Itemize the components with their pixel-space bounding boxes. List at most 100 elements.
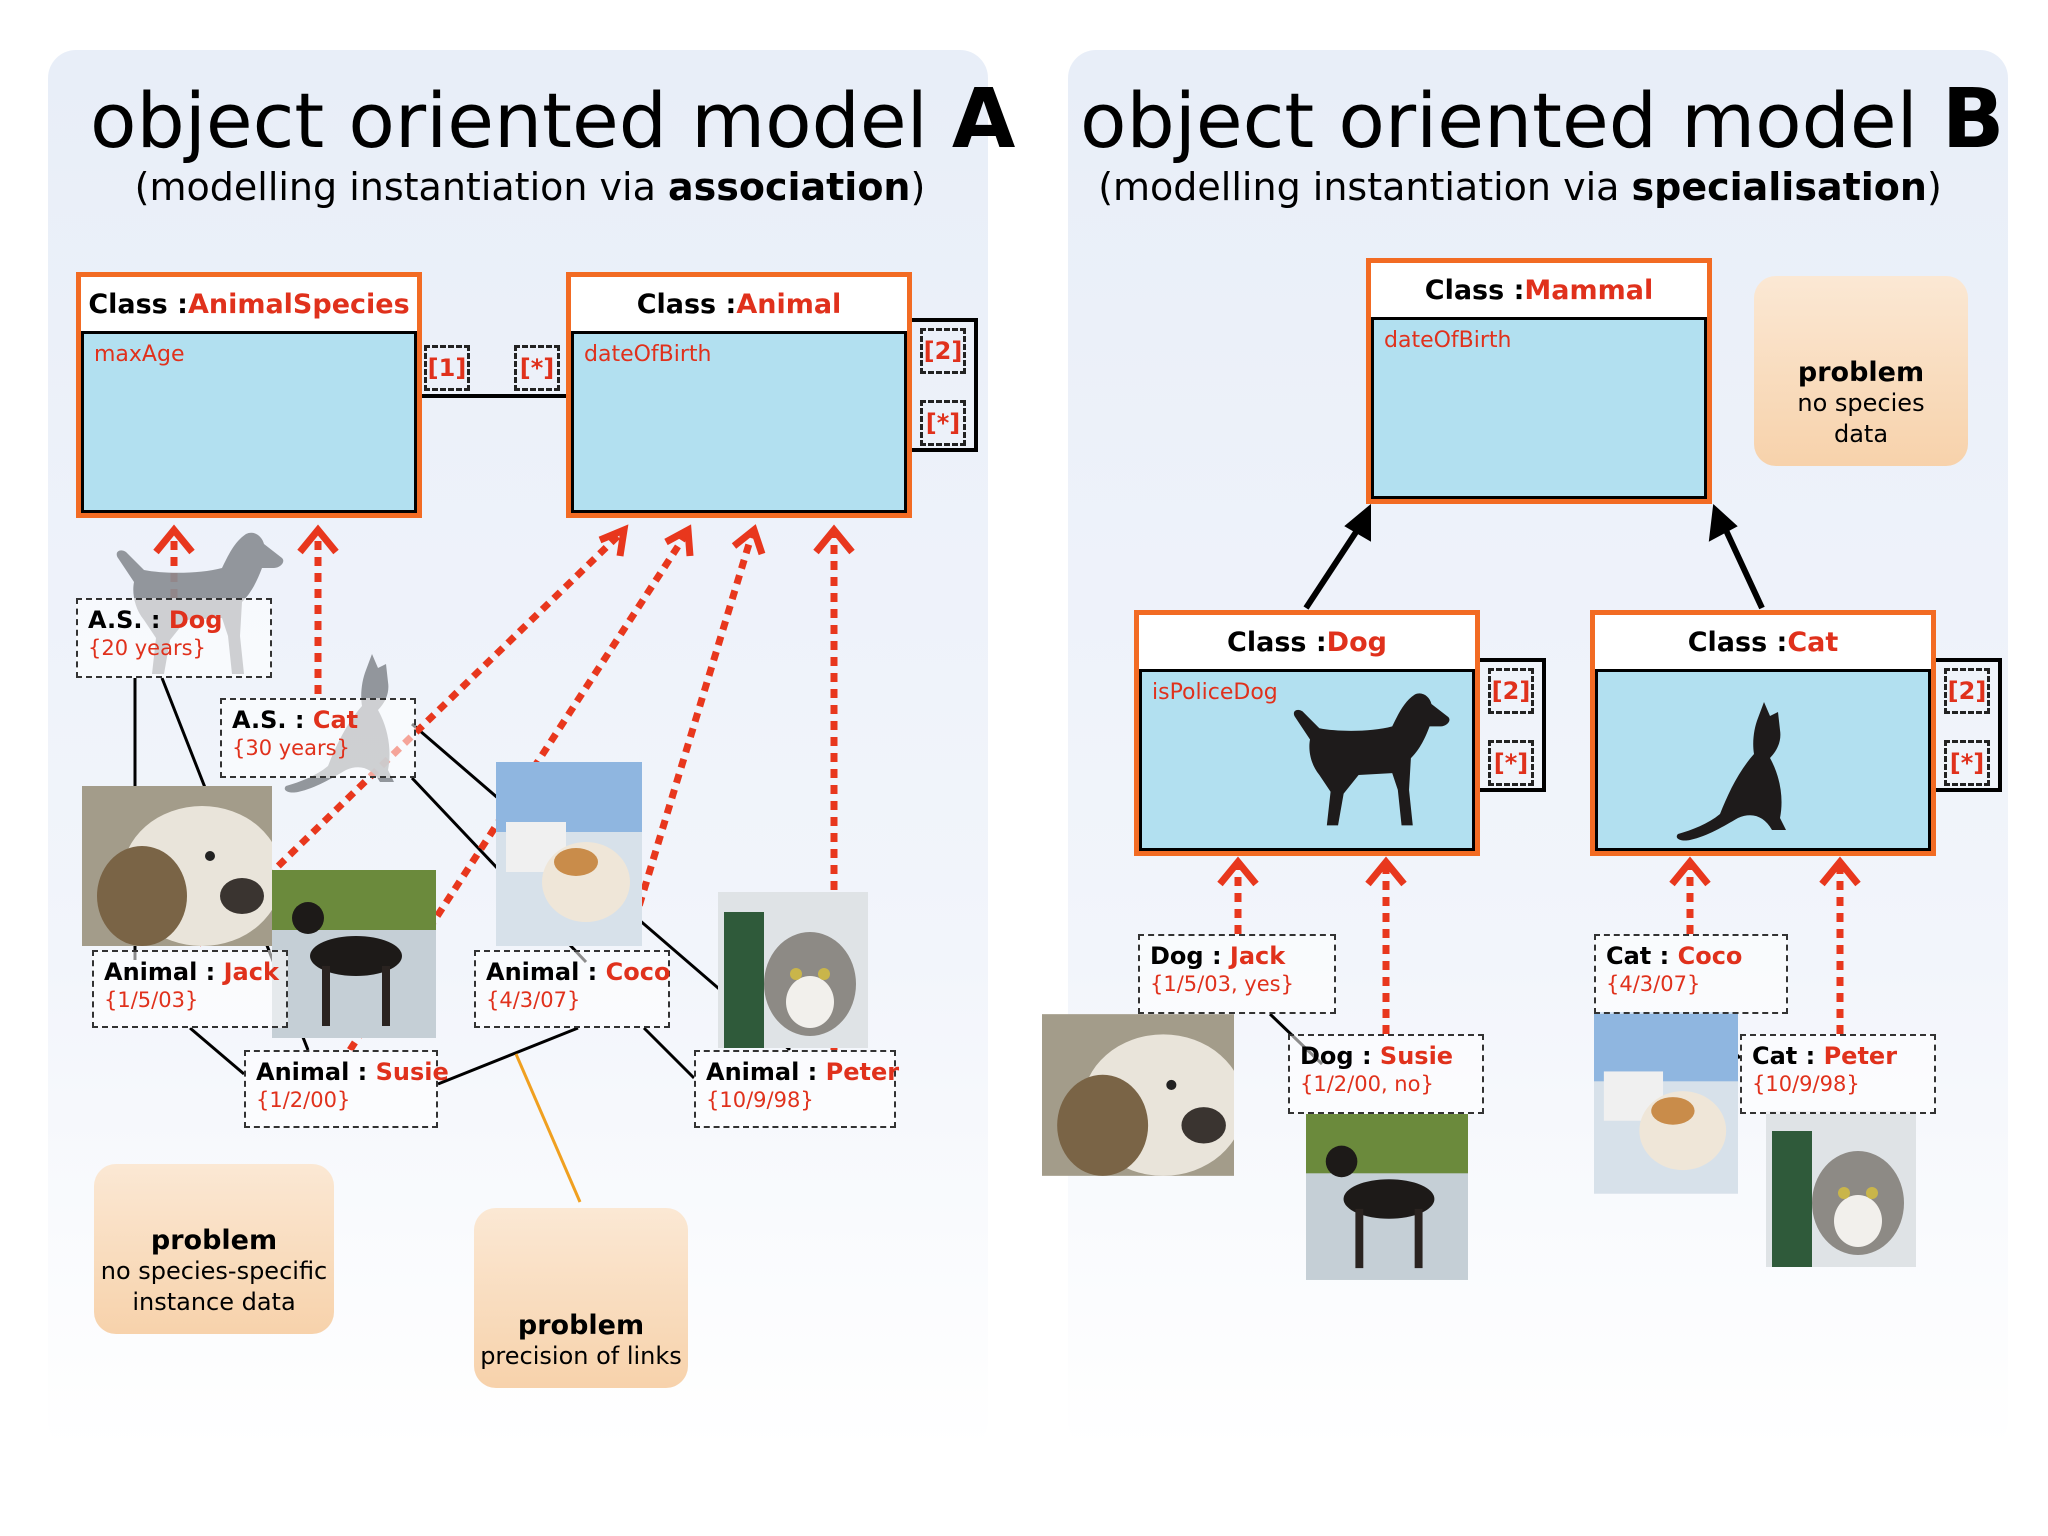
arrowhead-cat-species (297, 524, 339, 555)
link-jack-susie (189, 1026, 245, 1076)
generalisation-arrowhead-cat (1708, 503, 1738, 542)
instance-value: {1/5/03, yes} (1150, 972, 1294, 996)
attribute-date-of-birth: dateOfBirth (1384, 328, 1512, 353)
link-coco-peter (642, 1026, 696, 1080)
instance-name: Coco (605, 958, 671, 986)
multiplicity-species-end: [1] (424, 345, 470, 391)
attribute-date-of-birth: dateOfBirth (584, 342, 712, 367)
class-dog[interactable]: Class : Dog isPoliceDog (1134, 610, 1480, 856)
problem-no-species-specific-data: problem no species-specific instance dat… (94, 1164, 334, 1334)
photo-jack (82, 786, 272, 946)
instance-value: {1/2/00, no} (1300, 1072, 1434, 1096)
arrowhead-dog-species (153, 524, 195, 555)
problem-text-line: instance data (132, 1288, 296, 1316)
problem-no-species-data: problem no species data (1754, 276, 1968, 466)
problem-text-line: no species-specific (100, 1257, 328, 1285)
subtitle-keyword-a: association (667, 165, 911, 209)
class-cat[interactable]: Class : Cat (1590, 610, 1936, 856)
problem-precision-of-links: problem precision of links (474, 1208, 688, 1388)
problem-heading: problem (1797, 357, 1925, 388)
instance-name: Peter (1823, 1042, 1898, 1070)
cat-multiplicity-upper: [2] (1944, 668, 1990, 714)
cat-self-association-line (1936, 658, 2002, 792)
instance-cat-peter[interactable]: Cat : Peter {10/9/98} (1740, 1034, 1936, 1114)
problem-text-line: precision of links (480, 1342, 682, 1370)
self-association-line (912, 318, 978, 452)
class-animal-species[interactable]: Class : AnimalSpecies maxAge (76, 272, 422, 518)
instance-animal-coco[interactable]: Animal : Coco {4/3/07} (474, 950, 670, 1028)
instance-name: Susie (1379, 1042, 1454, 1070)
title-model-a: object oriented model A (modelling insta… (90, 72, 1016, 210)
attribute-max-age: maxAge (94, 342, 185, 367)
class-name: Mammal (1524, 274, 1654, 306)
multiplicity-self-upper: [2] (920, 328, 966, 374)
instance-name: Cat (312, 706, 359, 734)
instance-value: {20 years} (88, 636, 206, 660)
class-body: dateOfBirth (1371, 317, 1707, 499)
instance-species-cat[interactable]: A.S. : Cat {30 years} (220, 698, 416, 778)
instance-dog-susie[interactable]: Dog : Susie {1/2/00, no} (1288, 1034, 1484, 1114)
problem-heading: problem (517, 1310, 645, 1341)
arrowhead-jack-dog (1217, 856, 1259, 887)
cat-multiplicity-lower: [*] (1944, 740, 1990, 786)
photo-cat-coco (1594, 1010, 1738, 1196)
instance-dog-jack[interactable]: Dog : Jack {1/5/03, yes} (1138, 934, 1336, 1014)
class-name: Animal (736, 288, 842, 320)
instance-value: {10/9/98} (1752, 1072, 1860, 1096)
cat-icon (1676, 702, 1786, 841)
attribute-is-police-dog: isPoliceDog (1152, 680, 1278, 705)
instantiation-coco-animal (626, 532, 756, 938)
arrowhead-susie-dog (1365, 856, 1407, 887)
class-name: Dog (1326, 626, 1387, 658)
title-letter-a: A (951, 72, 1016, 167)
problem-text-line: data (1833, 420, 1889, 448)
instance-name: Jack (1229, 942, 1286, 970)
instance-animal-susie[interactable]: Animal : Susie {1/2/00} (244, 1050, 449, 1128)
dog-icon (1293, 693, 1450, 826)
problem-heading: problem (150, 1225, 278, 1256)
class-name: Cat (1787, 626, 1839, 658)
photo-peter (718, 892, 868, 1048)
instance-value: {30 years} (232, 736, 350, 760)
instance-animal-jack[interactable]: Animal : Jack {1/5/03} (92, 950, 288, 1028)
instance-value: {4/3/07} (1606, 972, 1701, 996)
instance-value: {1/2/00} (256, 1088, 351, 1112)
instance-animal-peter[interactable]: Animal : Peter {10/9/98} (694, 1050, 900, 1128)
title-letter-b: B (1941, 72, 2005, 167)
generalisation-arrowhead-dog (1344, 503, 1371, 542)
instance-species-dog[interactable]: A.S. : Dog {20 years} (76, 598, 272, 678)
instance-cat-coco[interactable]: Cat : Coco {4/3/07} (1594, 934, 1788, 1014)
instance-value: {10/9/98} (706, 1088, 814, 1112)
dog-multiplicity-lower: [*] (1488, 740, 1534, 786)
class-body (1595, 669, 1931, 851)
dog-self-association-line (1480, 658, 1546, 792)
multiplicity-animal-end: [*] (514, 345, 560, 391)
instance-name: Peter (825, 1058, 900, 1086)
arrowhead-peter-cat (1819, 856, 1861, 887)
instance-value: {4/3/07} (486, 988, 581, 1012)
arrowhead-susie-animal (664, 524, 694, 557)
instance-name: Coco (1677, 942, 1743, 970)
title-model-b: object oriented model B (modelling insta… (1080, 72, 2005, 210)
dog-multiplicity-upper: [2] (1488, 668, 1534, 714)
class-body: maxAge (81, 331, 417, 513)
arrowhead-jack-animal (598, 524, 629, 557)
photo-dog-jack (1042, 1014, 1234, 1176)
annotation-line-precision (514, 1053, 582, 1203)
class-name: AnimalSpecies (187, 288, 410, 320)
generalisation-cat-mammal (1721, 524, 1765, 610)
instance-name: Jack (223, 958, 279, 986)
class-body: dateOfBirth (571, 331, 907, 513)
photo-dog-susie (1306, 1108, 1468, 1286)
class-body: isPoliceDog (1139, 669, 1475, 851)
link-susie-coco (437, 1026, 579, 1086)
class-animal[interactable]: Class : Animal dateOfBirth (566, 272, 912, 518)
photo-susie (272, 870, 436, 1038)
instance-name: Dog (168, 606, 223, 634)
instance-value: {1/5/03} (104, 988, 199, 1012)
arrowhead-peter-animal (813, 524, 855, 555)
problem-text-line: no species (1797, 389, 1925, 417)
arrowhead-coco-cat (1669, 856, 1711, 887)
photo-coco (496, 762, 642, 946)
class-mammal[interactable]: Class : Mammal dateOfBirth (1366, 258, 1712, 504)
